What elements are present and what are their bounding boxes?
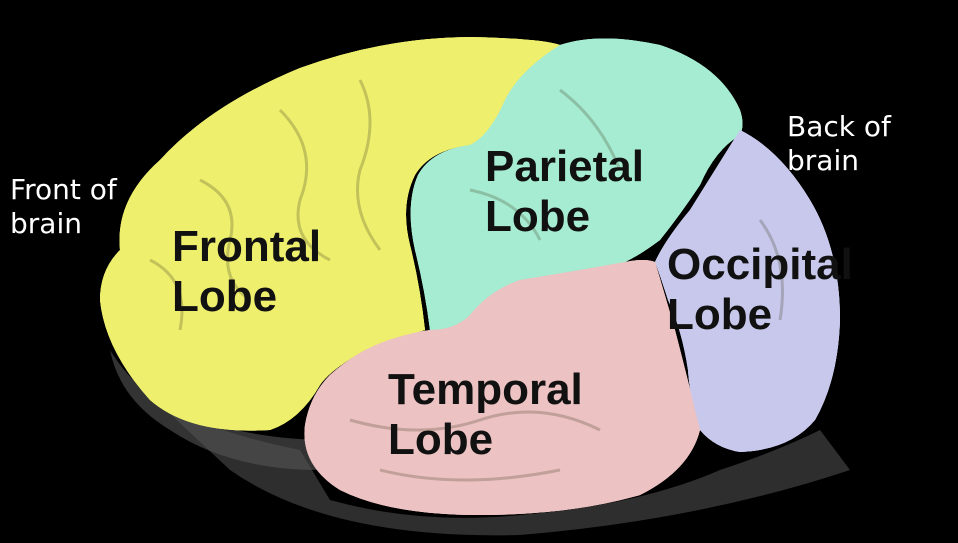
front-of-brain-line-2: brain bbox=[10, 206, 82, 240]
temporal-lobe-line-1: Temporal bbox=[388, 365, 583, 414]
back-of-brain-label: Back of brain bbox=[787, 110, 891, 177]
parietal-lobe-label: Parietal Lobe bbox=[485, 142, 644, 242]
parietal-lobe-line-2: Lobe bbox=[485, 192, 591, 242]
parietal-lobe-line-1: Parietal bbox=[485, 142, 644, 191]
back-of-brain-line-1: Back of bbox=[787, 110, 891, 143]
frontal-lobe-label: Frontal Lobe bbox=[172, 222, 321, 322]
back-of-brain-line-2: brain bbox=[787, 143, 859, 177]
sulci-lines bbox=[149, 79, 784, 482]
inferior-shadow bbox=[110, 350, 330, 470]
frontal-lobe-line-2: Lobe bbox=[172, 272, 278, 322]
front-of-brain-line-1: Front of bbox=[10, 173, 117, 206]
occipital-lobe-line-1: Occipital bbox=[667, 240, 853, 289]
brainstem-shadow bbox=[150, 395, 850, 536]
temporal-lobe-label: Temporal Lobe bbox=[388, 365, 583, 465]
front-of-brain-label: Front of brain bbox=[10, 173, 117, 240]
frontal-lobe-line-1: Frontal bbox=[172, 222, 322, 271]
temporal-lobe-line-2: Lobe bbox=[388, 415, 494, 465]
occipital-lobe-label: Occipital Lobe bbox=[667, 240, 853, 340]
occipital-lobe-line-2: Lobe bbox=[667, 290, 773, 340]
